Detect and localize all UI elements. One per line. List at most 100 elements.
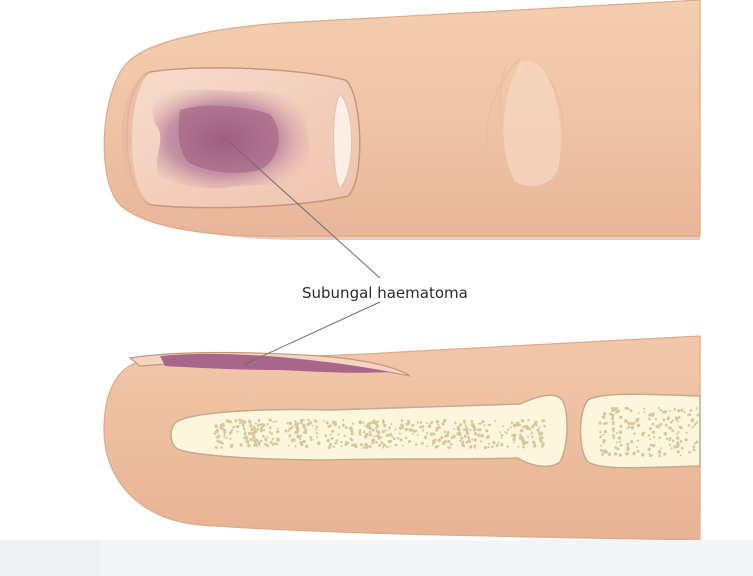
marrow-dot <box>642 432 645 435</box>
marrow-dot <box>234 419 237 422</box>
marrow-dot <box>342 419 344 421</box>
marrow-dot <box>300 443 303 446</box>
marrow-dot <box>246 440 249 443</box>
marrow-dot <box>215 446 218 449</box>
marrow-dot <box>303 431 306 434</box>
marrow-dot <box>521 419 524 422</box>
marrow-dot <box>627 408 629 410</box>
marrow-dot <box>269 431 271 433</box>
marrow-dot <box>534 443 536 445</box>
marrow-dot <box>513 441 515 443</box>
marrow-dot <box>674 408 677 411</box>
marrow-dot <box>395 444 398 447</box>
marrow-dot <box>471 420 473 422</box>
marrow-dot <box>394 428 396 430</box>
marrow-dot <box>409 428 412 431</box>
marrow-dot <box>619 441 621 443</box>
marrow-dot <box>275 443 278 446</box>
footer-gap <box>0 540 100 576</box>
marrow-dot <box>255 444 258 447</box>
marrow-dot <box>298 422 300 424</box>
marrow-dot <box>617 410 620 413</box>
marrow-dot <box>512 438 515 441</box>
marrow-dot <box>603 412 606 415</box>
marrow-dot <box>367 423 370 426</box>
marrow-dot <box>688 424 690 426</box>
marrow-dot <box>257 423 260 426</box>
marrow-dot <box>260 440 262 442</box>
marrow-dot <box>648 453 650 455</box>
marrow-dot <box>411 424 414 427</box>
marrow-dot <box>659 423 662 426</box>
marrow-dot <box>474 447 476 449</box>
marrow-dot <box>637 424 641 428</box>
marrow-dot <box>676 442 679 445</box>
marrow-dot <box>616 432 618 434</box>
footer-strip <box>0 540 753 576</box>
marrow-dot <box>421 425 424 428</box>
marrow-dot <box>362 447 364 449</box>
marrow-dot <box>608 453 611 456</box>
marrow-dot <box>453 428 455 430</box>
marrow-dot <box>466 427 468 429</box>
marrow-dot <box>520 429 523 432</box>
marrow-dot <box>305 444 309 448</box>
marrow-dot <box>604 431 607 434</box>
marrow-dot <box>642 435 644 437</box>
marrow-dot <box>599 435 602 438</box>
marrow-dot <box>658 450 660 452</box>
marrow-dot <box>612 428 615 431</box>
marrow-dot <box>288 445 290 447</box>
marrow-dot <box>371 421 374 424</box>
marrow-dot <box>625 452 628 455</box>
marrow-dot <box>669 427 671 429</box>
marrow-dot <box>369 431 371 433</box>
marrow-dot <box>605 451 608 454</box>
marrow-dot <box>345 426 348 429</box>
marrow-dot <box>663 452 666 455</box>
marrow-dot <box>359 433 361 435</box>
marrow-dot <box>375 441 378 444</box>
marrow-dot <box>454 422 457 425</box>
marrow-dot <box>655 418 657 420</box>
marrow-dot <box>368 426 372 430</box>
marrow-dot <box>697 414 700 417</box>
marrow-dot <box>510 426 512 428</box>
marrow-dot <box>666 438 669 441</box>
marrow-dot <box>248 420 251 423</box>
marrow-dot <box>401 419 404 422</box>
marrow-dot <box>393 438 396 441</box>
marrow-dot <box>502 425 504 427</box>
marrow-dot <box>248 432 251 435</box>
marrow-dot <box>526 427 529 430</box>
bruise-core <box>178 106 278 173</box>
marrow-dot <box>326 439 330 443</box>
marrow-dot <box>664 410 667 413</box>
marrow-dot <box>337 433 339 435</box>
marrow-dot <box>694 442 696 444</box>
marrow-dot <box>618 436 622 440</box>
marrow-dot <box>382 447 384 449</box>
marrow-dot <box>463 419 465 421</box>
marrow-dot <box>630 422 633 425</box>
marrow-dot <box>468 438 470 440</box>
marrow-dot <box>693 449 696 452</box>
marrow-dot <box>377 434 381 438</box>
marrow-dot <box>498 442 500 444</box>
marrow-dot <box>450 443 453 446</box>
marrow-dot <box>437 445 439 447</box>
marrow-dot <box>638 412 640 414</box>
marrow-dot <box>483 424 485 426</box>
marrow-dot <box>253 427 256 430</box>
marrow-dot <box>399 427 402 430</box>
marrow-dot <box>382 442 384 444</box>
marrow-dot <box>373 436 375 438</box>
marrow-dot <box>678 431 680 433</box>
marrow-dot <box>612 430 614 432</box>
marrow-dot <box>323 420 325 422</box>
marrow-dot <box>628 426 631 429</box>
marrow-dot <box>452 435 456 439</box>
marrow-dot <box>605 422 608 425</box>
marrow-dot <box>440 436 443 439</box>
marrow-dot <box>278 431 280 433</box>
